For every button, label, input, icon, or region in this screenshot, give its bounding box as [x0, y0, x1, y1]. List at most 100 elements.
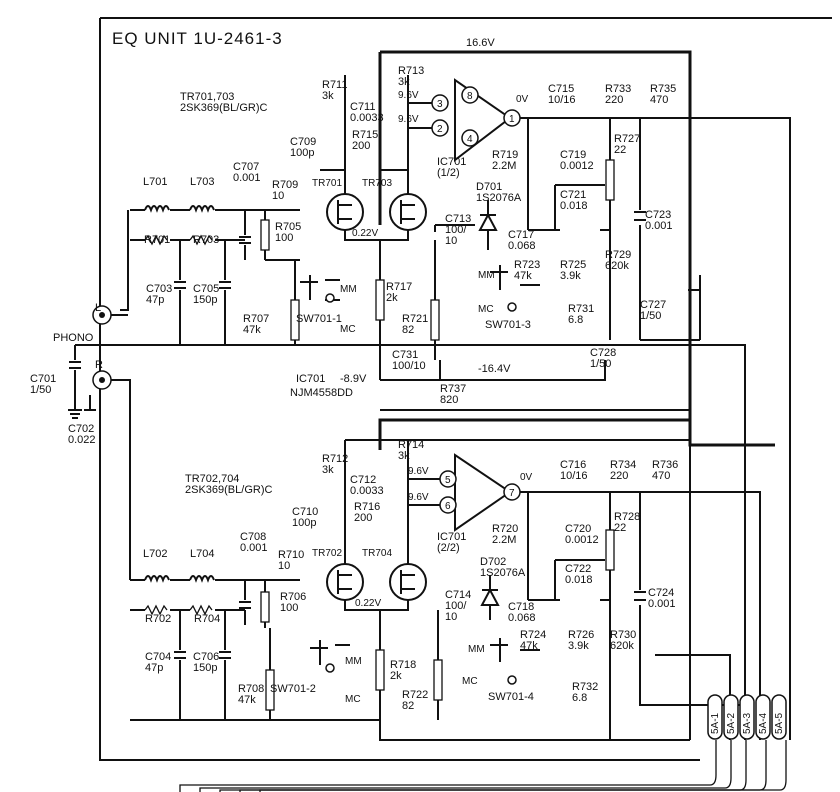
ic-part-label: NJM4558DD — [290, 387, 353, 399]
inductor-l704 — [189, 575, 215, 583]
r704-label: R704 — [194, 613, 220, 625]
mm-1: MM — [340, 284, 357, 295]
mc-1: MC — [340, 324, 356, 335]
pin4: 4 — [467, 134, 473, 145]
r702-label: R702 — [145, 613, 171, 625]
l703-label: L703 — [190, 176, 214, 188]
connector-5a-2 — [723, 694, 739, 740]
mc-3: MC — [478, 304, 494, 315]
ground-bus — [95, 344, 746, 740]
neg-rail-label: -16.4V — [478, 363, 511, 375]
pos-rail-label: 16.6V — [466, 37, 495, 49]
ic701-half2-label: IC701(2/2) — [437, 531, 466, 554]
connector-block — [707, 694, 787, 740]
v96-bot-a: 9.6V — [408, 466, 429, 477]
tr701-label: TR701 — [312, 178, 342, 189]
connector-label-5: 5A-5 — [774, 712, 785, 734]
r703-label: R703 — [193, 234, 219, 246]
connector-label-2: 5A-2 — [726, 712, 737, 734]
sw701-2-label: SW701-2 — [270, 683, 316, 695]
pin6: 6 — [445, 501, 451, 512]
pin5: 5 — [445, 475, 451, 486]
l701-label: L701 — [143, 176, 167, 188]
tr703-label: TR703 — [362, 178, 392, 189]
neg2-rail-label: -8.9V — [340, 373, 367, 385]
connector-5a-3 — [739, 694, 755, 740]
ic701-label: IC701 — [296, 373, 325, 385]
phono-inputs — [68, 305, 131, 580]
v96-top-a: 9.6V — [398, 90, 419, 101]
phono-r-label: R — [95, 359, 103, 371]
mm-2: MM — [345, 656, 362, 667]
output-bundle — [179, 740, 787, 792]
pin1: 1 — [509, 114, 515, 125]
connector-5a-4 — [755, 694, 771, 740]
inductor-l703 — [189, 205, 215, 213]
v96-top-b: 9.6V — [398, 114, 419, 125]
inductor-l701 — [144, 205, 170, 213]
bottom-channel — [130, 439, 761, 741]
sw701-1-label: SW701-1 — [296, 313, 342, 325]
v022-top: 0.22V — [352, 228, 378, 239]
connector-label-1: 5A-1 — [710, 712, 721, 734]
phono-l-label: L — [95, 302, 101, 314]
mm-3: MM — [478, 270, 495, 281]
unit-title: EQ UNIT 1U-2461-3 — [112, 29, 283, 48]
sw701-3-label: SW701-3 — [485, 319, 531, 331]
connector-label-4: 5A-4 — [758, 712, 769, 734]
opamp-ic701-b — [454, 453, 512, 532]
tr704-symbol — [389, 563, 427, 601]
v022-bot: 0.22V — [355, 598, 381, 609]
tr703-symbol — [389, 193, 427, 231]
